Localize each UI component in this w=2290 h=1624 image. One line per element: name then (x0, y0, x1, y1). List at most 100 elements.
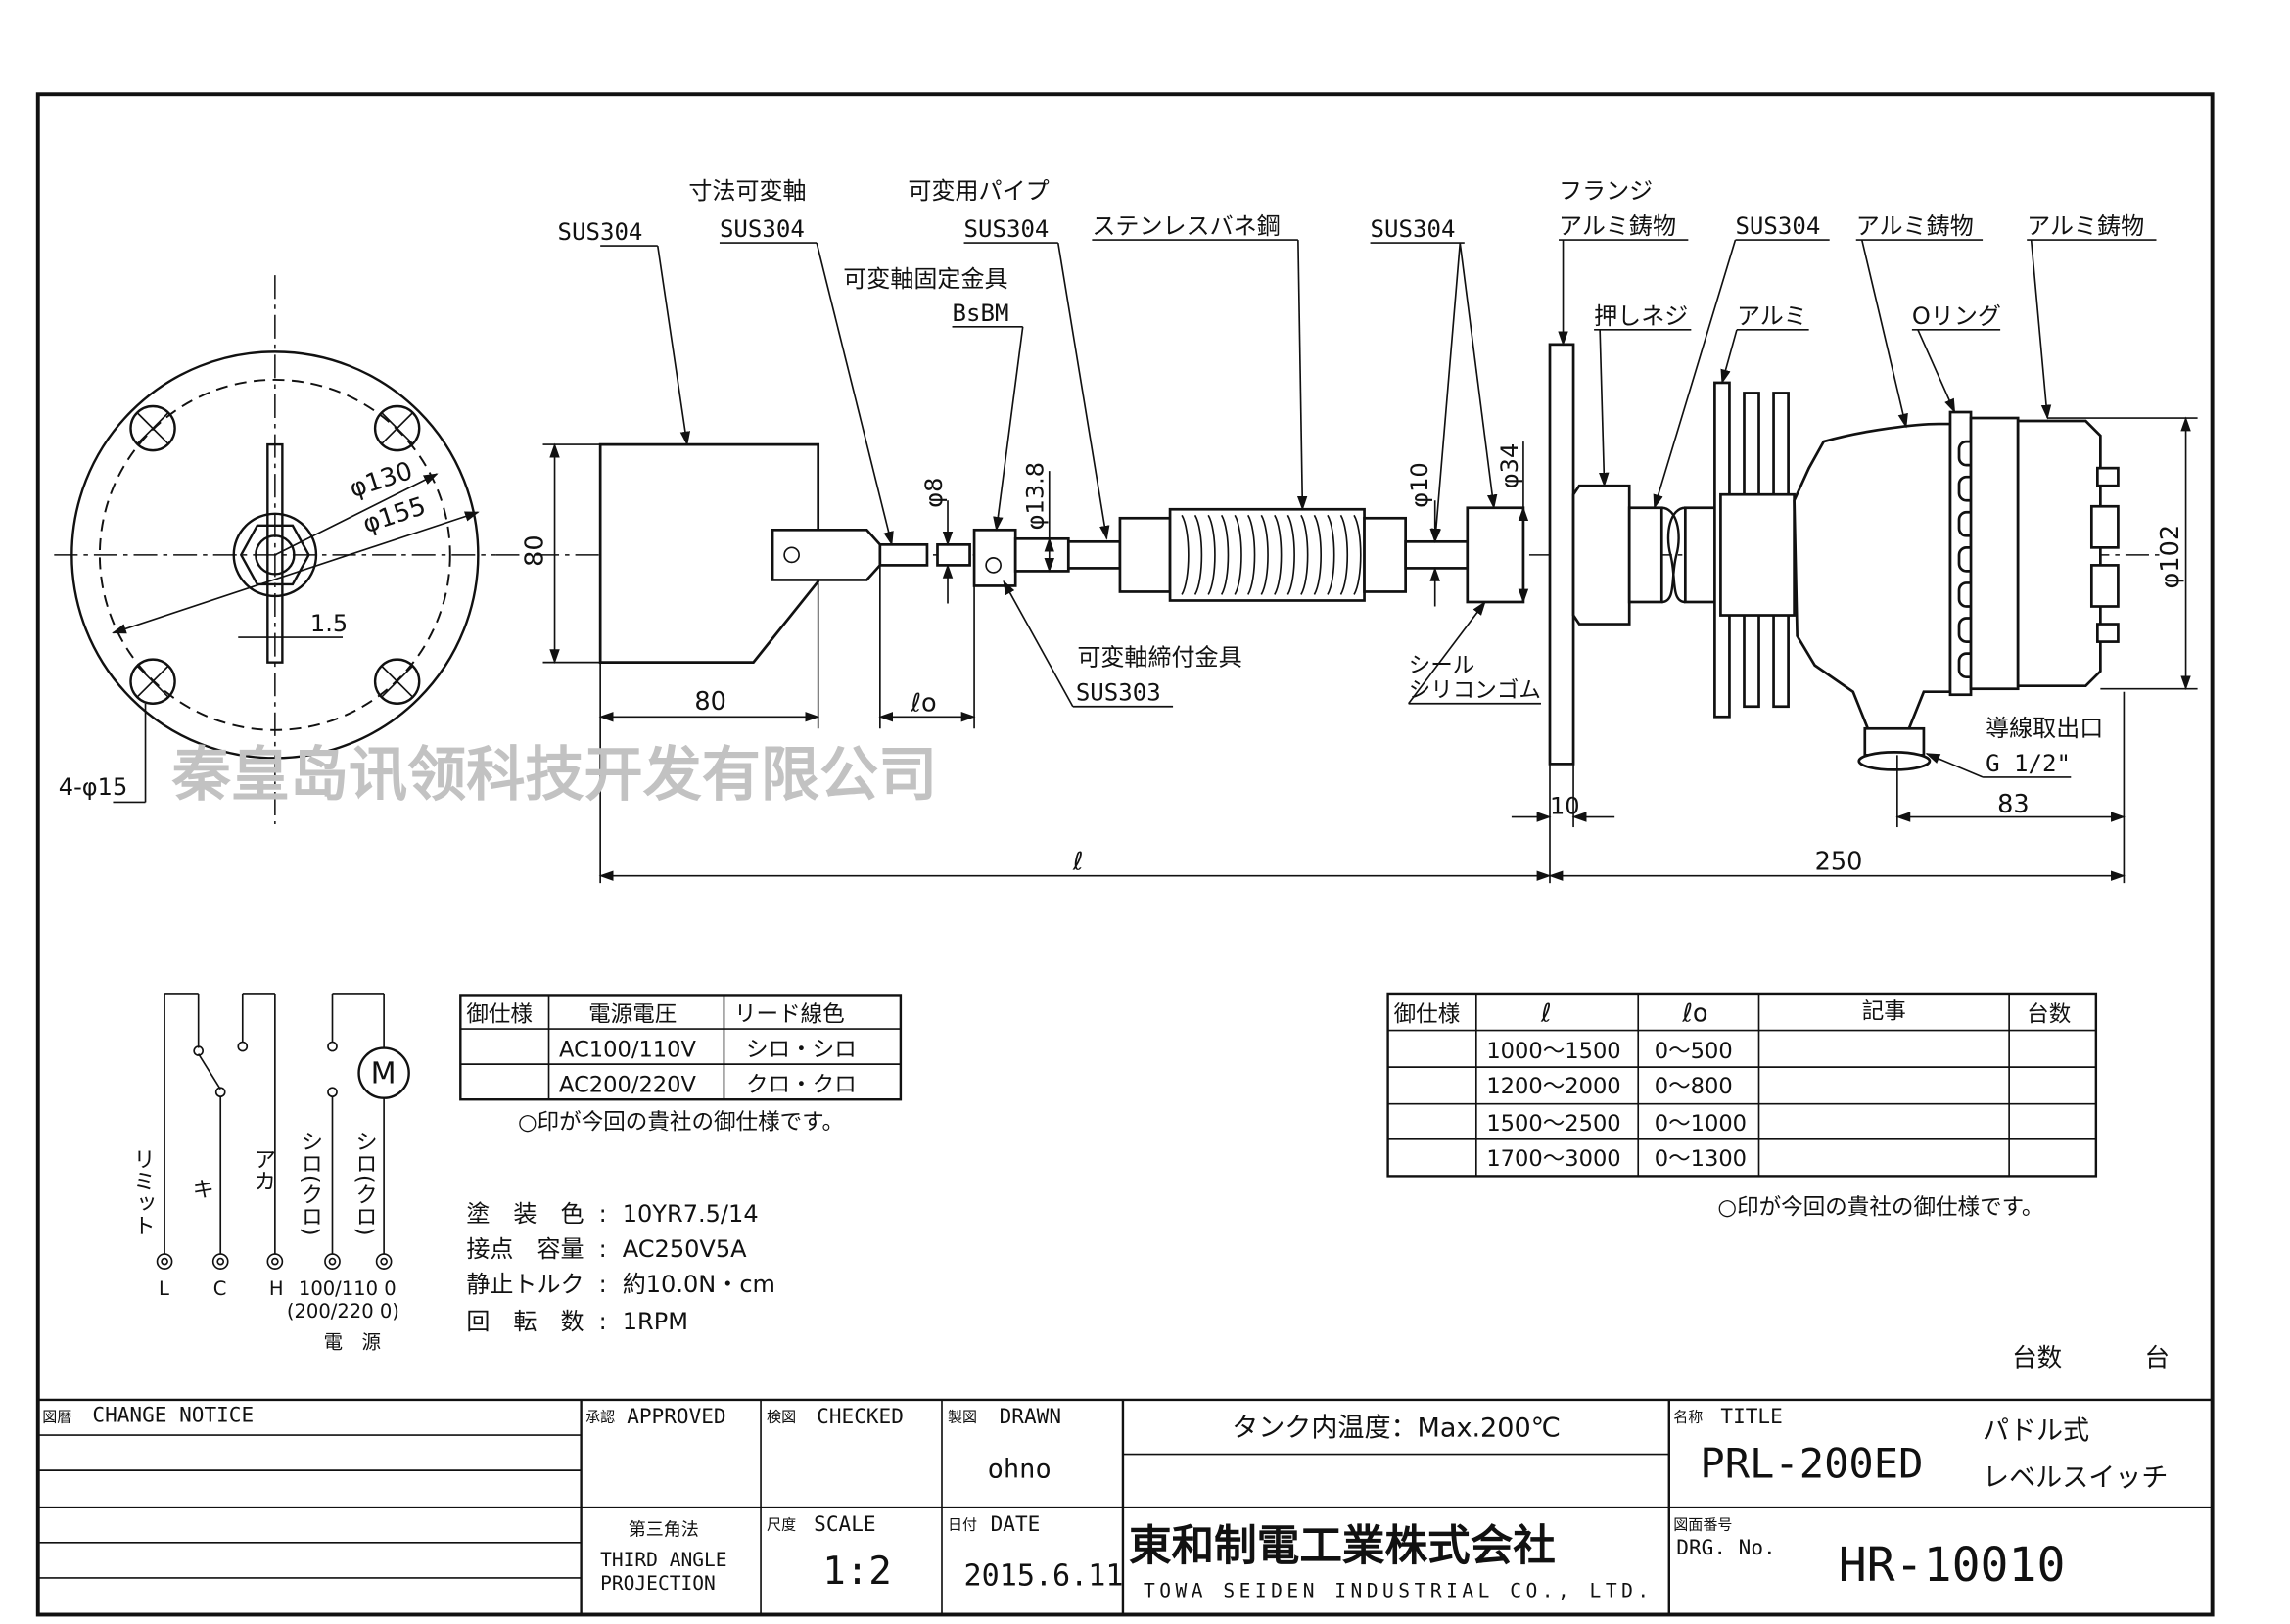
approved-en: APPROVED (627, 1404, 725, 1428)
vt-header-lead: リード線色 (734, 1002, 845, 1028)
vt-cell: シロ・シロ (746, 1038, 857, 1063)
lt-cell-l: 1700～3000 (1486, 1146, 1620, 1172)
terminal-h: H (269, 1277, 284, 1300)
label-outlet-title: 導線取出口 (1986, 715, 2103, 742)
model-name: PRL-200ED (1700, 1440, 1923, 1488)
dim-83: 83 (1997, 790, 2030, 819)
label-var-pipe-material: SUS304 (964, 215, 1050, 243)
label-seal-material: シリコンゴム (1409, 678, 1541, 704)
change-notice-jp: 図暦 (42, 1409, 71, 1426)
lt-cell-l0: 0～1300 (1655, 1146, 1747, 1172)
svg-text::: : (599, 1200, 607, 1228)
lt-cell-l0: 0～500 (1655, 1039, 1733, 1064)
dim-250: 250 (1815, 848, 1863, 877)
lt-header-spec: 御仕様 (1394, 1002, 1461, 1028)
drawn-jp: 製図 (948, 1409, 977, 1426)
variable-pipe (1066, 539, 1122, 570)
wiring-diagram: M リミット キ アカ シロ(クロ) シロ(クロ) L C H 100/110 … (130, 993, 410, 1353)
label-flange-title: フランジ (1559, 177, 1653, 205)
label-fixing-title: 可変軸固定金具 (843, 265, 1007, 293)
date-jp: 日付 (948, 1515, 977, 1533)
label-clamp-title: 可変軸締付金具 (1077, 644, 1241, 672)
label-var-shaft-title: 寸法可変軸 (688, 177, 806, 205)
voltage-table: 御仕様 電源電圧 リード線色 AC100/110V シロ・シロ AC200/22… (459, 994, 903, 1135)
company-name-en: TOWA SEIDEN INDUSTRIAL CO., LTD. (1144, 1579, 1654, 1601)
terminal-l: L (159, 1277, 169, 1300)
cover (1969, 416, 2020, 691)
tank-temperature: タンク内温度：Max.200℃ (1232, 1414, 1561, 1444)
label-stem-material: SUS304 (1735, 212, 1820, 240)
spec-value: 1RPM (623, 1308, 688, 1335)
watermark: 秦皇岛讯领科技开发有限公司 (171, 741, 938, 810)
terminal-100-110: 100/110 0 (299, 1277, 397, 1300)
change-notice-en: CHANGE NOTICE (92, 1403, 254, 1427)
seal-block (1466, 506, 1525, 604)
dim-10: 10 (1550, 793, 1580, 820)
drawn-by: ohno (988, 1455, 1052, 1485)
spec-value: 10YR7.5/14 (623, 1200, 759, 1228)
terminal-c: C (213, 1277, 227, 1300)
length-table: 御仕様 ℓ ℓo 記事 台数 1000～1500 0～500 1200～2000… (1386, 992, 2098, 1221)
dim-paddle-w: 80 (694, 687, 726, 717)
scale-en: SCALE (814, 1511, 875, 1536)
lt-note: ○印が今回の貴社の御仕様です。 (1717, 1195, 2043, 1221)
title-en: TITLE (1720, 1404, 1782, 1428)
spec-key: 接点 容量 (466, 1235, 584, 1263)
housing (1793, 422, 1952, 730)
bolt-hole (373, 658, 421, 705)
drawing-no-jp: 図面番号 (1673, 1515, 1732, 1533)
label-push-screw: 押しネジ (1594, 302, 1688, 330)
label-var-pipe-title: 可変用パイプ (908, 177, 1049, 205)
lt-cell-l: 1000～1500 (1486, 1039, 1620, 1064)
side-view: 80 80 ℓo φ8 φ13.8 φ10 φ34 φ102 10 83 ℓ 2… (495, 177, 2198, 884)
svg-text::: : (599, 1235, 607, 1263)
lt-header-l0: ℓo (1681, 999, 1707, 1029)
wire-label-limit: リミット (130, 1148, 156, 1236)
lt-cell-l: 1200～2000 (1486, 1074, 1620, 1099)
lt-cell-l0: 0～1000 (1655, 1111, 1747, 1137)
vt-note: ○印が今回の貴社の御仕様です。 (518, 1109, 844, 1135)
label-cover-material: アルミ鋳物 (2027, 212, 2144, 240)
wire-label-shiro1: シロ(クロ) (298, 1131, 323, 1236)
stem (1627, 506, 1663, 604)
spec-value: 約10.0N・cm (623, 1271, 775, 1298)
quantity-label: 台数 (2012, 1343, 2062, 1372)
paddle-blade (598, 442, 820, 664)
label-shaft-material: SUS304 (1371, 215, 1456, 243)
dim-phi102: φ102 (2156, 525, 2185, 589)
cable-outlet (1863, 726, 1926, 757)
sheet-border (35, 92, 2215, 1617)
paddle-socket (771, 528, 882, 581)
quantity-unit: 台 (2144, 1343, 2170, 1372)
spec-key: 塗 装 色 (466, 1200, 584, 1228)
projection-jp: 第三角法 (629, 1519, 699, 1540)
lt-header-l: ℓ (1540, 999, 1552, 1029)
terminal-200-220: (200/220 0) (287, 1300, 399, 1322)
scale-value: 1:2 (822, 1550, 892, 1594)
shaft (1404, 539, 1470, 570)
checked-jp: 検図 (767, 1409, 796, 1426)
drawn-en: DRAWN (1000, 1404, 1061, 1428)
title-block: 図暦 CHANGE NOTICE 承認 APPROVED 検図 CHECKED … (37, 1398, 2213, 1615)
dim-4-phi15: 4-φ15 (59, 773, 127, 801)
dim-1-5: 1.5 (310, 610, 348, 637)
label-housing-material: アルミ鋳物 (1856, 212, 1974, 240)
spec-key: 回 転 数 (466, 1308, 584, 1335)
dim-paddle-h: 80 (521, 534, 550, 567)
spec-key: 静止トルク (466, 1271, 584, 1298)
dim-l: ℓ (1072, 848, 1084, 877)
wire-label-aka: アカ (251, 1148, 276, 1192)
label-paddle-material: SUS304 (558, 218, 643, 246)
lt-header-note: 記事 (1862, 999, 1906, 1025)
bolt-hole (373, 404, 421, 452)
dim-phi8: φ8 (920, 478, 948, 508)
vt-cell: AC200/220V (559, 1073, 696, 1098)
wire-label-shiro2: シロ(クロ) (352, 1131, 378, 1236)
vt-cell: AC100/110V (559, 1038, 696, 1063)
drawing-number: HR-10010 (1839, 1538, 2066, 1593)
date-value: 2015.6.11 (964, 1558, 1124, 1593)
product-name-1: パドル式 (1983, 1416, 2089, 1447)
projection-en1: THIRD ANGLE (600, 1549, 726, 1571)
label-flange-material: アルミ鋳物 (1559, 212, 1676, 240)
